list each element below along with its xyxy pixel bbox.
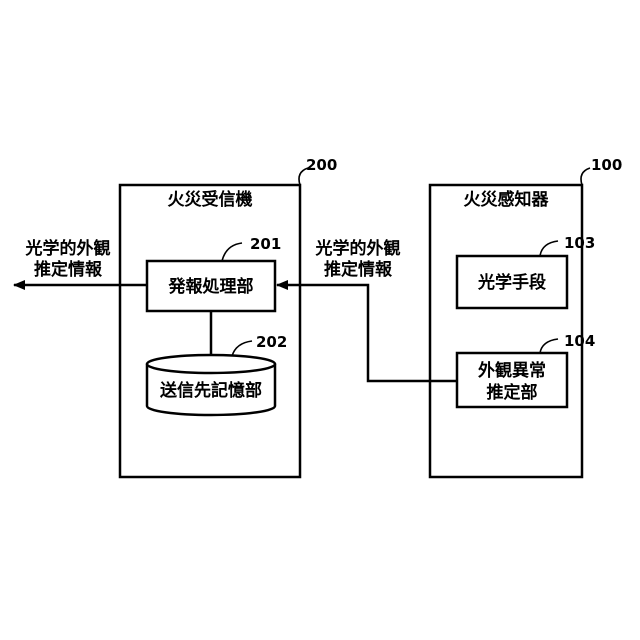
- appearance-estimation-label-line1: 外観異常: [478, 360, 546, 381]
- appearance-estimation-label-line2: 推定部: [487, 382, 538, 403]
- incoming-flow-label-line2: 推定情報: [324, 259, 393, 280]
- storage-cylinder-top: [147, 355, 275, 373]
- appearance-estimation-ref: 104: [564, 332, 595, 350]
- fire-receiver: 火災受信機 200: [120, 156, 337, 477]
- fire-detector: 火災感知器 100: [430, 156, 622, 477]
- incoming-flow-label-line1: 光学的外観: [315, 238, 401, 259]
- fire-detector-ref-leader: [581, 168, 590, 185]
- optical-means-label: 光学手段: [477, 272, 546, 293]
- outgoing-flow-label-line2: 推定情報: [34, 259, 103, 280]
- optical-means-ref: 103: [564, 234, 595, 252]
- alarm-processing-label: 発報処理部: [168, 276, 254, 297]
- fire-receiver-ref: 200: [306, 156, 337, 174]
- fire-detector-ref: 100: [591, 156, 622, 174]
- fire-receiver-title: 火災受信機: [168, 189, 253, 210]
- alarm-processing-ref: 201: [250, 235, 281, 253]
- storage-ref: 202: [256, 333, 287, 351]
- storage-label: 送信先記憶部: [160, 380, 262, 401]
- fire-detector-box: [430, 185, 582, 477]
- fire-detector-title: 火災感知器: [464, 189, 550, 210]
- outgoing-flow-label-line1: 光学的外観: [25, 238, 111, 259]
